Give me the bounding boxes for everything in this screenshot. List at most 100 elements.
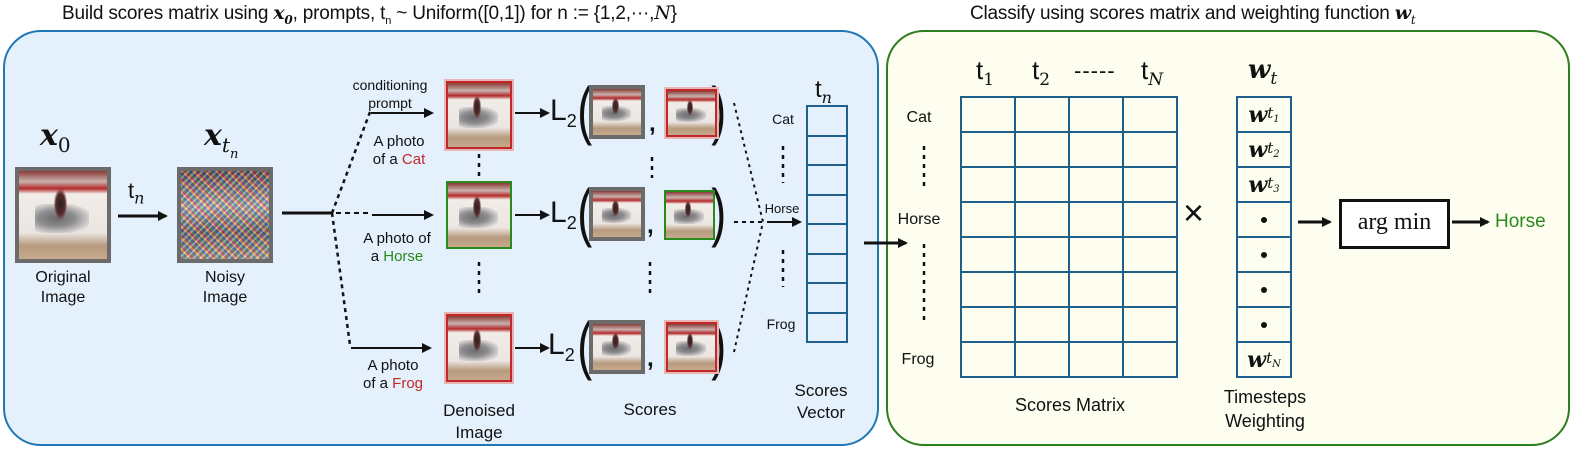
label-line: Image bbox=[202, 289, 248, 306]
label-line: of a bbox=[372, 151, 402, 168]
scores-matrix-label: Scores Matrix bbox=[1014, 395, 1126, 415]
vector-header: tn bbox=[815, 76, 832, 107]
label-line: Vector bbox=[796, 403, 846, 422]
loss-horse: L2 bbox=[550, 196, 577, 234]
t-subscript: t2 bbox=[1267, 139, 1280, 160]
vector-cell bbox=[806, 134, 848, 166]
matrix-cell bbox=[1014, 166, 1070, 203]
matrix-cell bbox=[1068, 341, 1124, 378]
weight-cell bbox=[1236, 201, 1292, 238]
subscript: 2 bbox=[1039, 70, 1051, 91]
vector-cell bbox=[806, 282, 848, 314]
noisy-image bbox=[177, 167, 273, 263]
matrix-cell bbox=[960, 96, 1016, 133]
horse-image bbox=[668, 324, 715, 370]
t-symbol: t bbox=[976, 55, 984, 85]
matrix-cell bbox=[960, 306, 1016, 343]
matrix-col-header-tN: tN bbox=[1141, 55, 1163, 90]
denoised-image-horse bbox=[446, 181, 512, 249]
label-line: Original bbox=[35, 269, 91, 286]
loss-symbol: L bbox=[548, 328, 565, 361]
x-symbol: x bbox=[204, 118, 222, 153]
label-line: of a bbox=[362, 375, 393, 392]
loss-subscript: 2 bbox=[564, 345, 575, 365]
horse-image bbox=[666, 192, 713, 238]
weight-cell bbox=[1236, 306, 1292, 343]
xtn-label: xtn bbox=[204, 118, 238, 162]
vector-cell bbox=[806, 223, 848, 255]
vector-row-label-frog: Frog bbox=[766, 316, 796, 332]
title-text: } bbox=[670, 3, 677, 24]
label-line: A photo bbox=[373, 133, 425, 150]
index-subscript: N bbox=[1272, 359, 1281, 370]
horse-image bbox=[668, 91, 715, 135]
label-line: Timesteps bbox=[1223, 387, 1307, 407]
matrix-cell bbox=[1068, 201, 1124, 238]
t-symbol: t bbox=[1032, 55, 1040, 85]
original-image bbox=[15, 167, 111, 263]
matrix-cell bbox=[1068, 236, 1124, 273]
scores-label: Scores bbox=[623, 400, 677, 419]
matrix-cell bbox=[960, 341, 1016, 378]
multiply-icon: × bbox=[1183, 192, 1205, 233]
title-text: Build scores matrix using bbox=[62, 3, 274, 24]
noise-image bbox=[181, 171, 269, 259]
left-section-title: Build scores matrix using x0, prompts, t… bbox=[62, 2, 677, 27]
label-line: prompt bbox=[368, 95, 412, 111]
loss-subscript: 2 bbox=[566, 111, 577, 131]
t-subscript: t3 bbox=[1267, 174, 1280, 195]
comma: , bbox=[647, 345, 654, 372]
matrix-cell bbox=[960, 131, 1016, 168]
label-line: Denoised bbox=[443, 401, 515, 420]
w-symbol: w bbox=[1248, 171, 1268, 198]
title-text: Classify using scores matrix and weighti… bbox=[970, 3, 1395, 24]
weights-header: wt bbox=[1248, 54, 1277, 89]
tn-arrow-label: tn bbox=[128, 178, 144, 207]
matrix-cell bbox=[1068, 271, 1124, 308]
paren-open: ( bbox=[577, 74, 593, 146]
horse-image bbox=[593, 191, 641, 237]
score-denoised-frog bbox=[664, 320, 719, 374]
score-original-frog bbox=[589, 320, 645, 374]
score-denoised-horse bbox=[664, 190, 715, 240]
ellipsis-dot bbox=[1261, 321, 1267, 328]
matrix-row-label-frog: Frog bbox=[901, 351, 935, 368]
index-subscript: 3 bbox=[1273, 184, 1280, 195]
scores-vector bbox=[806, 105, 848, 343]
loss-subscript: 2 bbox=[566, 213, 577, 233]
score-original-cat bbox=[589, 85, 645, 139]
x0-label: x0 bbox=[40, 118, 71, 157]
branch-cat bbox=[330, 111, 372, 214]
n-subscript: n bbox=[821, 87, 832, 107]
matrix-cell bbox=[1122, 131, 1178, 168]
title-text: ~ Uniform([0,1]) for n := {1,2,···, bbox=[391, 3, 655, 24]
matrix-cell bbox=[1014, 131, 1070, 168]
w-subscript: t bbox=[1410, 12, 1416, 27]
label-line: Image bbox=[455, 423, 503, 442]
matrix-col-header-ellipsis: ----- bbox=[1074, 58, 1116, 83]
loss-symbol: L bbox=[550, 196, 567, 229]
matrix-cell bbox=[960, 166, 1016, 203]
weight-cell bbox=[1236, 236, 1292, 273]
matrix-col-header-t2: t2 bbox=[1032, 55, 1050, 90]
matrix-col-header-t1: t1 bbox=[976, 55, 994, 90]
subscript: N bbox=[1148, 70, 1164, 91]
vector-cell bbox=[806, 311, 848, 343]
matrix-cell bbox=[1068, 166, 1124, 203]
n-subscript: n bbox=[229, 147, 239, 162]
vector-cell bbox=[806, 164, 848, 196]
t-subscript: t bbox=[1270, 69, 1278, 90]
w-symbol: w bbox=[1394, 2, 1411, 24]
ellipsis-dot bbox=[1261, 286, 1267, 293]
subscript: 1 bbox=[983, 70, 995, 91]
label-line: A photo of bbox=[363, 230, 431, 247]
score-original-horse bbox=[589, 187, 645, 241]
horse-image bbox=[448, 83, 510, 147]
index-subscript: 1 bbox=[1273, 114, 1280, 125]
horse-image bbox=[448, 183, 510, 247]
